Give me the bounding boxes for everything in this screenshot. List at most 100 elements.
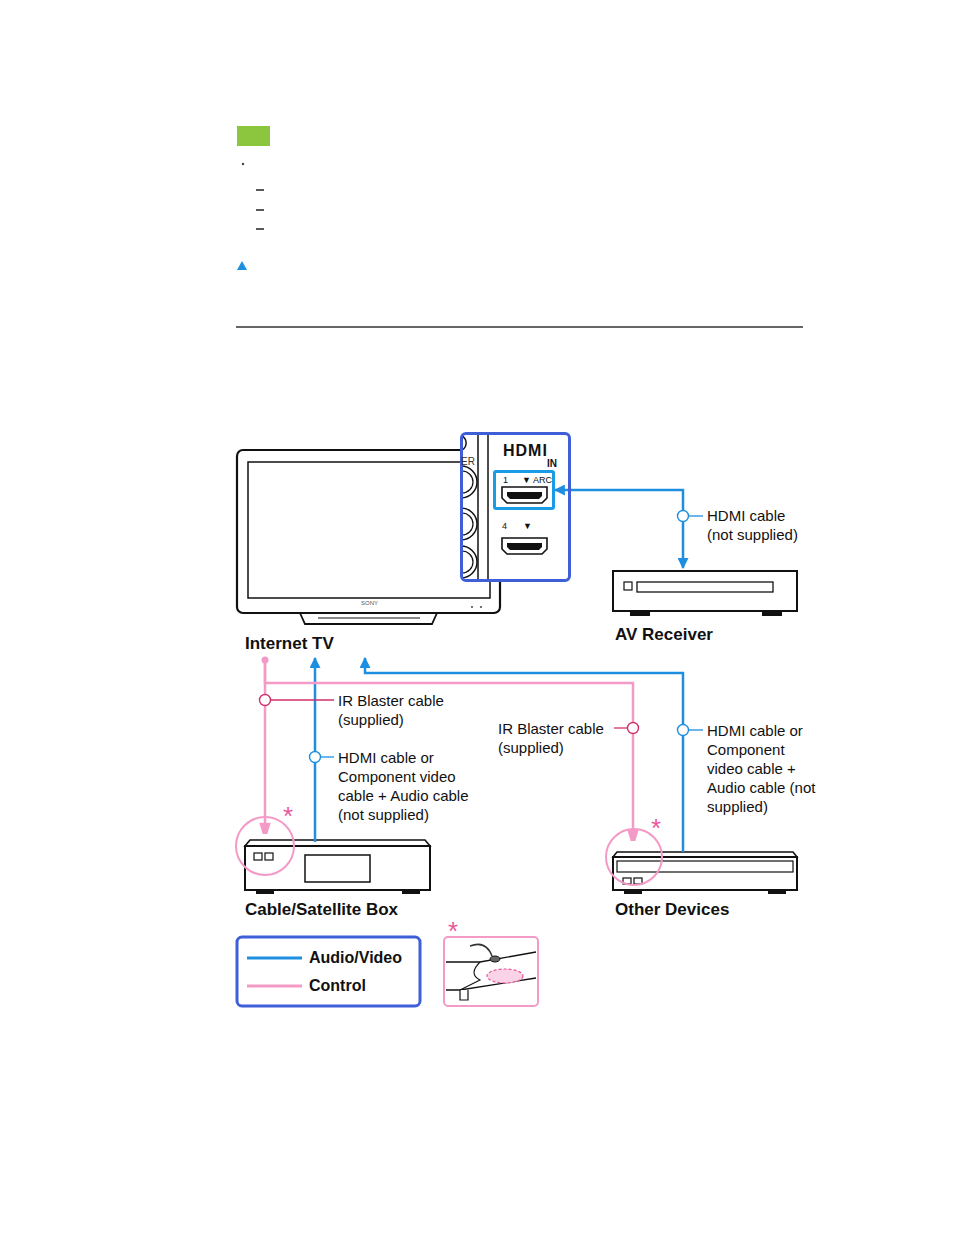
illustration-part (237, 261, 247, 270)
label-leader (320, 756, 334, 757)
illustration-part (318, 618, 420, 619)
label-leader (270, 699, 334, 700)
illustration-part (461, 508, 477, 540)
page-header-marks (236, 126, 803, 327)
cable-box-drawing (245, 840, 430, 894)
device-name: Other Devices (615, 900, 729, 920)
illustration-part (265, 853, 273, 860)
av-receiver-drawing (613, 571, 797, 616)
illustration-part (460, 962, 480, 990)
label-marker (310, 752, 321, 763)
illustration-part (461, 546, 477, 578)
asterisk-callout: * (651, 815, 661, 841)
illustration-part (462, 551, 473, 573)
ir-blaster-cable (264, 660, 267, 833)
hdmi-port-4: 4▼ (495, 517, 555, 559)
cable-box-node: Cable/Satellite Box (244, 842, 432, 922)
illustration-part (490, 956, 500, 962)
illustration-part (462, 471, 473, 493)
legend-sample-line (247, 985, 302, 988)
illustration-part (402, 890, 420, 894)
audio-video-cable (365, 658, 683, 852)
illustration-part (460, 432, 571, 582)
device-name: Cable/Satellite Box (245, 900, 398, 920)
label-marker (260, 695, 271, 706)
tv-node: 1▼ ARC4▼HDMIINInternet TV (237, 450, 500, 656)
illustration-part (624, 890, 642, 894)
label-leader (688, 729, 703, 730)
illustration-part (461, 466, 477, 498)
illustration-part (300, 613, 437, 624)
cut-off-port-label: ER (461, 457, 475, 467)
illustration-part (507, 492, 542, 499)
cable-label: HDMI cable or Component video cable + Au… (707, 721, 817, 816)
illustration-part (768, 890, 786, 894)
asterisk-callout: * (283, 803, 293, 829)
ir-highlight-circles (236, 657, 662, 886)
port-label: ▼ (523, 521, 532, 532)
illustration-part (256, 189, 264, 191)
illustration-part (624, 582, 632, 590)
ir-blaster-inset (444, 937, 538, 1006)
label-leader (688, 515, 703, 516)
legend-box (237, 937, 420, 1006)
illustration-part (237, 126, 270, 146)
illustration-part (236, 326, 803, 328)
hdmi-port-1: 1 ▼ ARC (493, 470, 555, 510)
illustration-part (634, 878, 642, 884)
illustration-part (617, 861, 793, 872)
illustration-part (480, 606, 482, 608)
other-device-drawing (613, 852, 797, 894)
illustration-part (502, 538, 547, 554)
illustration-part (237, 937, 420, 1006)
hdmi-in-panel: 1▼ ARC4▼HDMIIN (460, 432, 571, 582)
brand-mark: SONY (361, 600, 378, 606)
illustration-part (256, 890, 274, 894)
asterisk-callout: * (448, 918, 458, 944)
port-group-label: HDMI (503, 441, 548, 460)
legend-text: Audio/Video (309, 948, 402, 967)
av-receiver-node: AV Receiver (612, 568, 799, 646)
illustration-part (256, 209, 264, 211)
illustration-part (305, 855, 370, 882)
illustration-part (256, 228, 264, 230)
illustration-part (471, 606, 473, 608)
illustration-part (630, 611, 650, 616)
illustration-part (470, 944, 492, 956)
cable-label: HDMI cable or Component video cable + Au… (338, 748, 488, 824)
legend-text: Control (309, 976, 366, 995)
illustration-part (462, 513, 473, 535)
illustration-part (637, 582, 773, 592)
cable-label: IR Blaster cable (supplied) (338, 691, 456, 729)
other-devices-node: Other Devices (612, 852, 799, 922)
illustration-part (460, 990, 468, 1000)
illustration-part (507, 543, 542, 550)
label-marker (628, 723, 639, 734)
ir-blaster-cable (265, 660, 633, 840)
audio-video-cable (314, 658, 317, 842)
device-name: AV Receiver (615, 625, 713, 645)
audio-video-cable (555, 490, 683, 568)
illustration-part (242, 163, 244, 165)
illustration-part (487, 969, 523, 983)
device-name: Internet TV (245, 634, 334, 654)
legend-sample-line (247, 957, 302, 960)
label-leader (614, 727, 628, 728)
illustration-part (462, 436, 466, 450)
illustration-part (477, 434, 479, 580)
label-marker (678, 511, 689, 522)
illustration-part (245, 846, 430, 890)
port-label: 4 (502, 521, 507, 532)
illustration-part (487, 434, 489, 580)
port-label: 1 (503, 475, 508, 486)
cable-label: HDMI cable (not supplied) (707, 506, 807, 544)
illustration-part (762, 611, 782, 616)
port-label: ▼ ARC (522, 475, 552, 486)
illustration-part (254, 853, 262, 860)
tv-side-panel (460, 432, 571, 582)
